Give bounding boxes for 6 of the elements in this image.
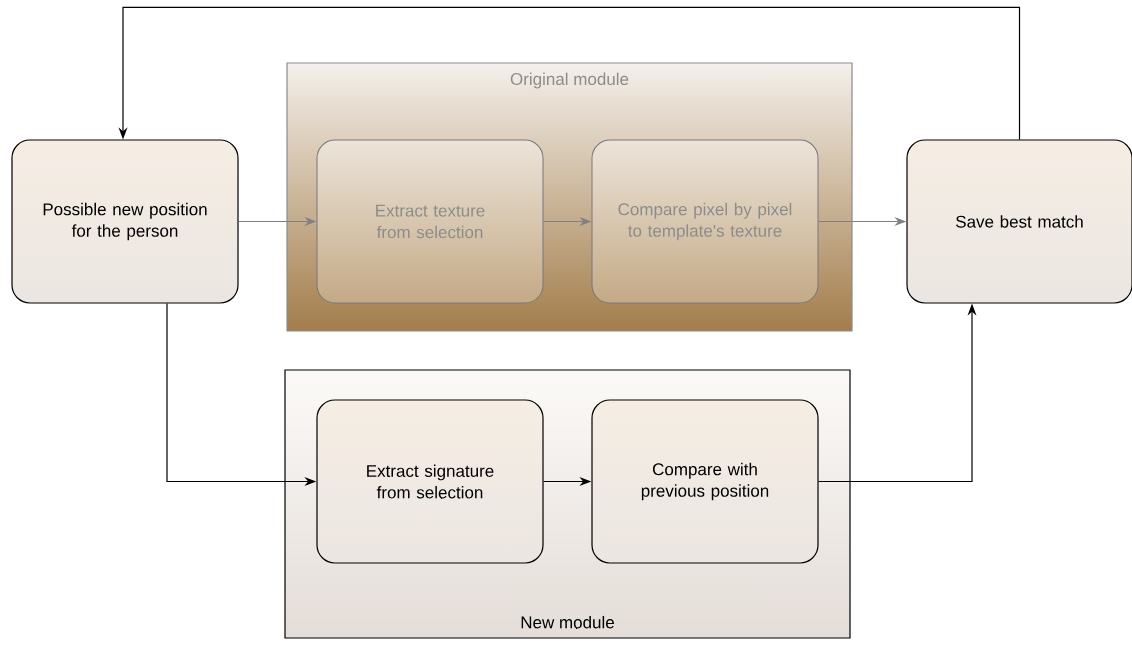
process-box: Extract signature from selection xyxy=(316,399,544,564)
process-box: Save best match xyxy=(906,139,1132,304)
process-box: Possible new position for the person xyxy=(11,139,239,304)
process-box: Compare pixel by pixel to template's texture xyxy=(591,139,819,304)
process-box: Compare with previous position xyxy=(591,399,819,564)
process-box: Extract texture from selection xyxy=(316,139,544,304)
